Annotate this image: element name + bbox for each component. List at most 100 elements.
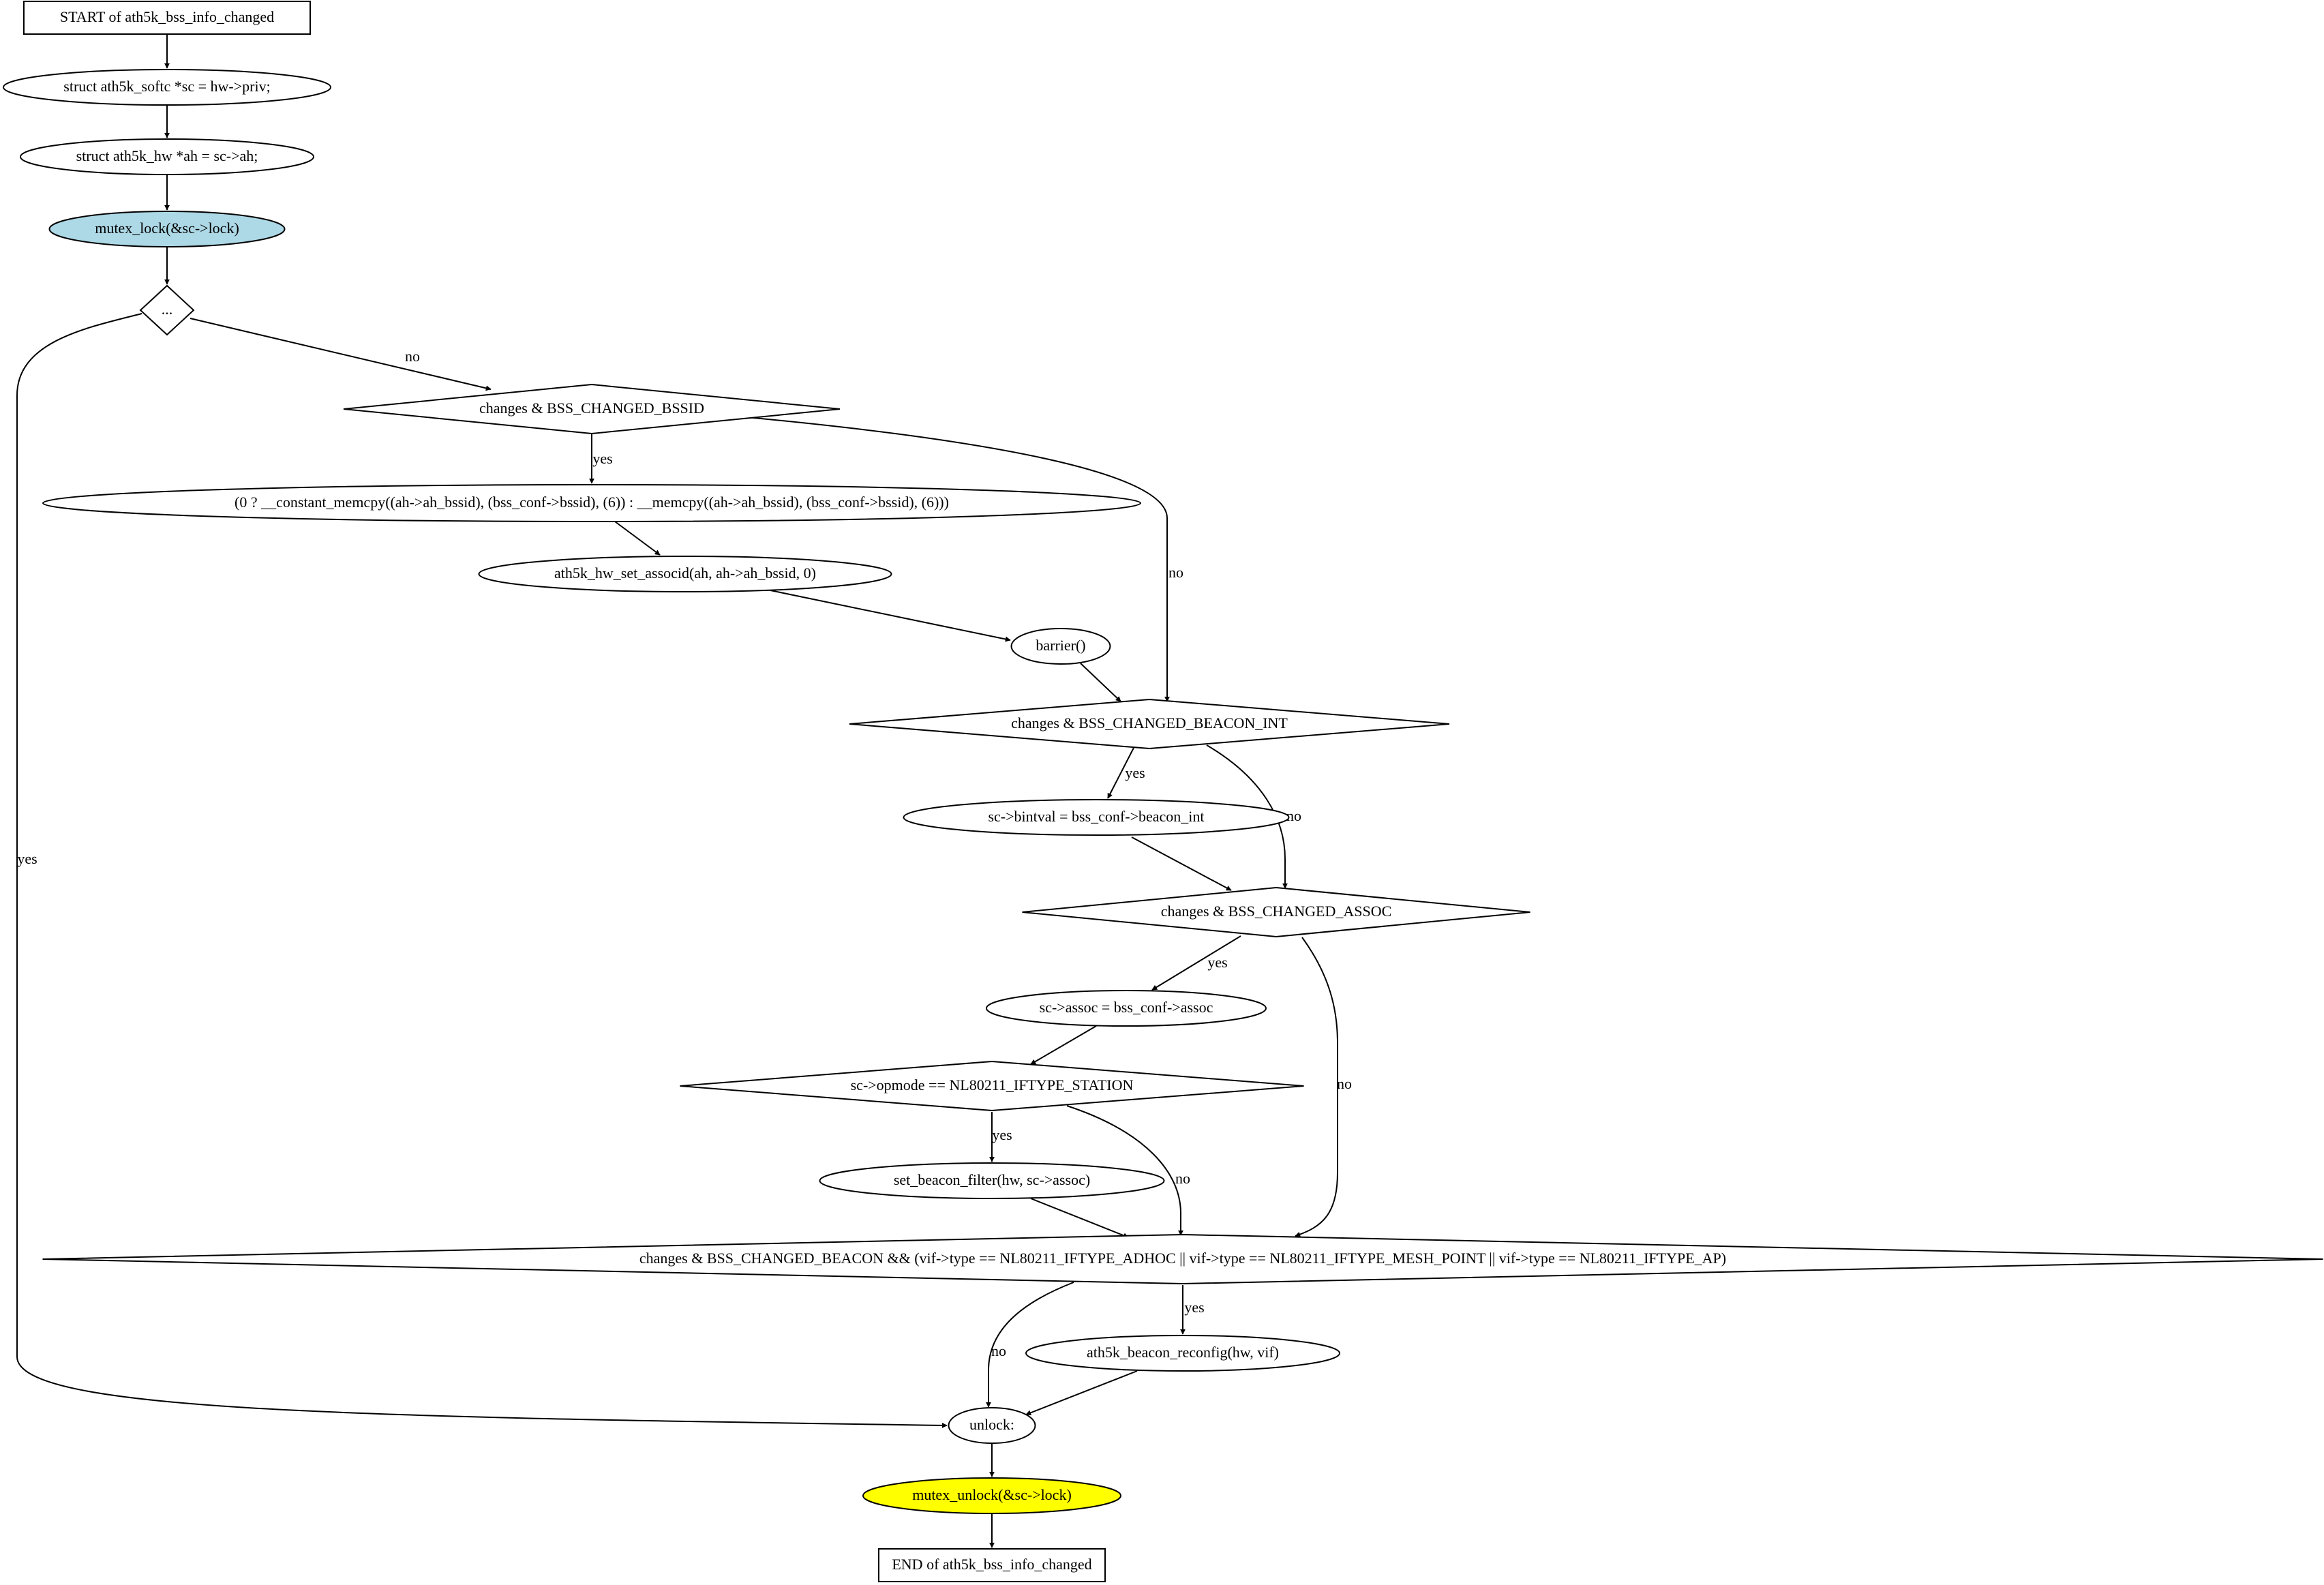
edge-beacon_cond-to-unlock_lbl: no [986,1282,1074,1408]
node-unlock: mutex_unlock(&sc->lock) [862,1477,1121,1514]
diamond-shape [680,1060,1304,1112]
node-beacon_cond: changes & BSS_CHANGED_BEACON && (vif->ty… [42,1233,2323,1285]
node-bssid: changes & BSS_CHANGED_BSSID [343,383,841,435]
node-barrier: barrier() [1010,628,1111,665]
edge-line [1030,1025,1097,1065]
edge-assoc_cond-to-beacon_cond: no [1295,937,1352,1237]
node-memcpy: (0 ? __constant_memcpy((ah->ah_bssid), (… [42,484,1141,522]
edge-assoc_set-to-opmode [1030,1025,1097,1065]
node-hw: struct ath5k_hw *ah = sc->ah; [20,138,314,175]
edge-beacon_int-to-bintval: yes [1107,747,1145,799]
node-opmode: sc->opmode == NL80211_IFTYPE_STATION [680,1060,1304,1112]
edge-cond0-to-unlock_lbl: yes [16,313,948,1428]
node-reconfig: ath5k_beacon_reconfig(hw, vif) [1025,1335,1340,1372]
edge-beacon_cond-to-reconfig: yes [1180,1285,1205,1335]
ellipse-shape [862,1477,1121,1514]
node-label: mutex_lock(&sc->lock) [95,220,239,237]
node-label: struct ath5k_hw *ah = sc->ah; [76,147,258,164]
diamond-shape [1022,886,1530,938]
node-label: sc->assoc = bss_conf->assoc [1040,999,1213,1016]
edge-bssid-to-memcpy: yes [589,434,613,484]
edge-label-yes: yes [1125,764,1145,781]
node-associd: ath5k_hw_set_associd(ah, ah->ah_bssid, 0… [478,556,892,592]
diamond-shape [139,284,195,336]
ellipse-shape [1010,628,1111,665]
node-softc: struct ath5k_softc *sc = hw->priv; [3,69,331,106]
edge-label-yes: yes [592,450,612,467]
node-unlock_lbl: unlock: [948,1407,1036,1444]
edge-filter-to-beacon_cond [1030,1198,1129,1239]
ellipse-shape [48,211,286,247]
edge-label-yes: yes [1207,954,1227,971]
edge-line [1030,1198,1129,1239]
ellipse-shape [1025,1335,1340,1372]
node-label: barrier() [1036,637,1085,654]
box-shape [23,1,311,35]
edge-line [746,417,1170,702]
node-label: (0 ? __constant_memcpy((ah->ah_bssid), (… [235,494,949,511]
node-label: struct ath5k_softc *sc = hw->priv; [63,78,270,95]
edge-line [1066,1105,1183,1236]
node-label: sc->bintval = bss_conf->beacon_int [988,808,1204,825]
node-label: set_beacon_filter(hw, sc->assoc) [894,1171,1090,1188]
node-end: END of ath5k_bss_info_changed [878,1548,1106,1582]
edge-opmode-to-beacon_cond: no [1066,1105,1190,1236]
node-label: changes & BSS_CHANGED_BSSID [479,399,704,417]
edge-line [1080,663,1121,702]
ellipse-shape [903,799,1290,836]
edge-beacon_int-to-assoc_cond: no [1206,744,1301,889]
node-label: sc->opmode == NL80211_IFTYPE_STATION [851,1076,1134,1093]
ellipse-shape [986,990,1267,1027]
edge-bssid-to-beacon_int: no [746,417,1183,702]
edge-bintval-to-assoc_cond [1131,836,1232,891]
edge-line [190,318,492,391]
edge-line [1131,836,1232,891]
node-bintval: sc->bintval = bss_conf->beacon_int [903,799,1290,836]
node-label: ... [162,301,173,318]
node-assoc_set: sc->assoc = bss_conf->assoc [986,990,1267,1027]
node-label: changes & BSS_CHANGED_BEACON && (vif->ty… [639,1250,1726,1267]
edge-cond0-to-bssid: no [190,318,492,391]
node-label: changes & BSS_CHANGED_ASSOC [1161,903,1392,920]
edge-barrier-to-beacon_int [1080,663,1121,702]
edge-line [1151,935,1241,991]
node-beacon_int: changes & BSS_CHANGED_BEACON_INT [849,698,1450,750]
node-label: ath5k_beacon_reconfig(hw, vif) [1087,1344,1279,1361]
node-filter: set_beacon_filter(hw, sc->assoc) [819,1162,1165,1199]
node-label: END of ath5k_bss_info_changed [892,1556,1091,1573]
ellipse-shape [3,69,331,106]
ellipse-shape [948,1407,1036,1444]
edge-line [1295,937,1338,1237]
edge-label-no: no [1286,807,1301,824]
edge-label-yes: yes [1184,1299,1204,1316]
node-label: ath5k_hw_set_associd(ah, ah->ah_bssid, 0… [554,564,816,582]
node-lock: mutex_lock(&sc->lock) [48,211,286,247]
edge-assoc_cond-to-assoc_set: yes [1151,935,1241,991]
node-start: START of ath5k_bss_info_changed [23,1,311,35]
edge-line [770,590,1011,642]
edge-reconfig-to-unlock_lbl [1025,1370,1138,1416]
edge-line [1107,747,1134,799]
edge-memcpy-to-associd [614,521,661,556]
node-assoc_cond: changes & BSS_CHANGED_ASSOC [1022,886,1530,938]
diamond-shape [343,383,841,435]
node-cond0: ... [139,284,195,336]
edge-line [1025,1370,1138,1416]
edge-opmode-to-filter: yes [989,1112,1012,1162]
edge-associd-to-barrier [770,590,1011,642]
edge-label-no: no [1168,564,1183,581]
node-label: changes & BSS_CHANGED_BEACON_INT [1011,714,1288,731]
edge-line [986,1282,1074,1408]
ellipse-shape [478,556,892,592]
edge-line [614,521,661,556]
edge-label-no: no [1337,1075,1352,1092]
node-label: mutex_unlock(&sc->lock) [912,1486,1072,1503]
diamond-shape [42,1233,2323,1285]
edge-label-no: no [1175,1170,1190,1187]
edge-label-no: no [405,348,420,365]
ellipse-shape [20,138,314,175]
diamond-shape [849,698,1450,750]
